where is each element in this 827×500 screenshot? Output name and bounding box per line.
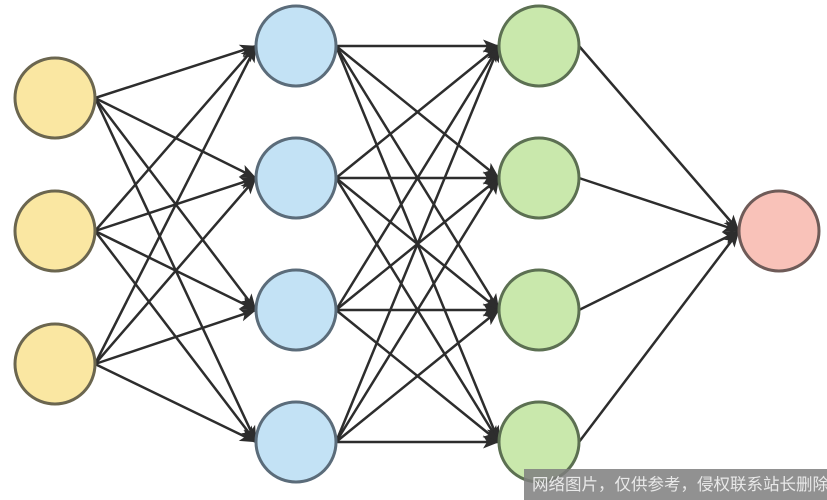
edge-hidden1-4-to-hidden2-2	[334, 177, 501, 443]
hidden-layer-1-node-2	[254, 136, 338, 220]
hidden-layer-2-node-1	[497, 4, 581, 88]
hidden-layer-2-node-2	[497, 136, 581, 220]
output-layer-node-1	[737, 189, 821, 273]
edge-hidden2-4-to-output-1	[578, 230, 740, 443]
nodes-group	[13, 4, 821, 484]
edge-hidden1-3-to-hidden2-1	[334, 45, 501, 311]
edge-input-2-to-hidden1-1	[94, 45, 257, 232]
edge-input-3-to-hidden1-1	[93, 45, 258, 365]
edge-hidden1-2-to-hidden2-1	[335, 45, 500, 179]
hidden-layer-1-node-1	[254, 4, 338, 88]
edge-hidden2-2-to-output-1	[578, 176, 740, 233]
edge-hidden1-4-to-hidden2-3	[335, 309, 500, 443]
watermark-bar: 网络图片，仅供参考，侵权联系站长删除	[524, 469, 827, 500]
input-layer-node-1	[13, 56, 97, 140]
edge-input-3-to-hidden1-2	[94, 177, 257, 365]
watermark-text: 网络图片，仅供参考，侵权联系站长删除	[532, 475, 827, 494]
edge-input-3-to-hidden1-4	[94, 362, 257, 444]
hidden-layer-2-node-3	[497, 268, 581, 352]
edge-hidden2-1-to-output-1	[578, 45, 740, 232]
hidden-layer-1-node-4	[254, 400, 338, 484]
edges-group	[93, 39, 740, 449]
edge-hidden2-3-to-output-1	[578, 229, 740, 312]
edge-hidden1-4-to-hidden2-1	[334, 45, 501, 443]
hidden-layer-1-node-3	[254, 268, 338, 352]
edge-input-1-to-hidden1-1	[94, 44, 257, 100]
input-layer-node-2	[13, 189, 97, 273]
input-layer-node-3	[13, 322, 97, 406]
edge-input-3-to-hidden1-3	[94, 308, 257, 366]
